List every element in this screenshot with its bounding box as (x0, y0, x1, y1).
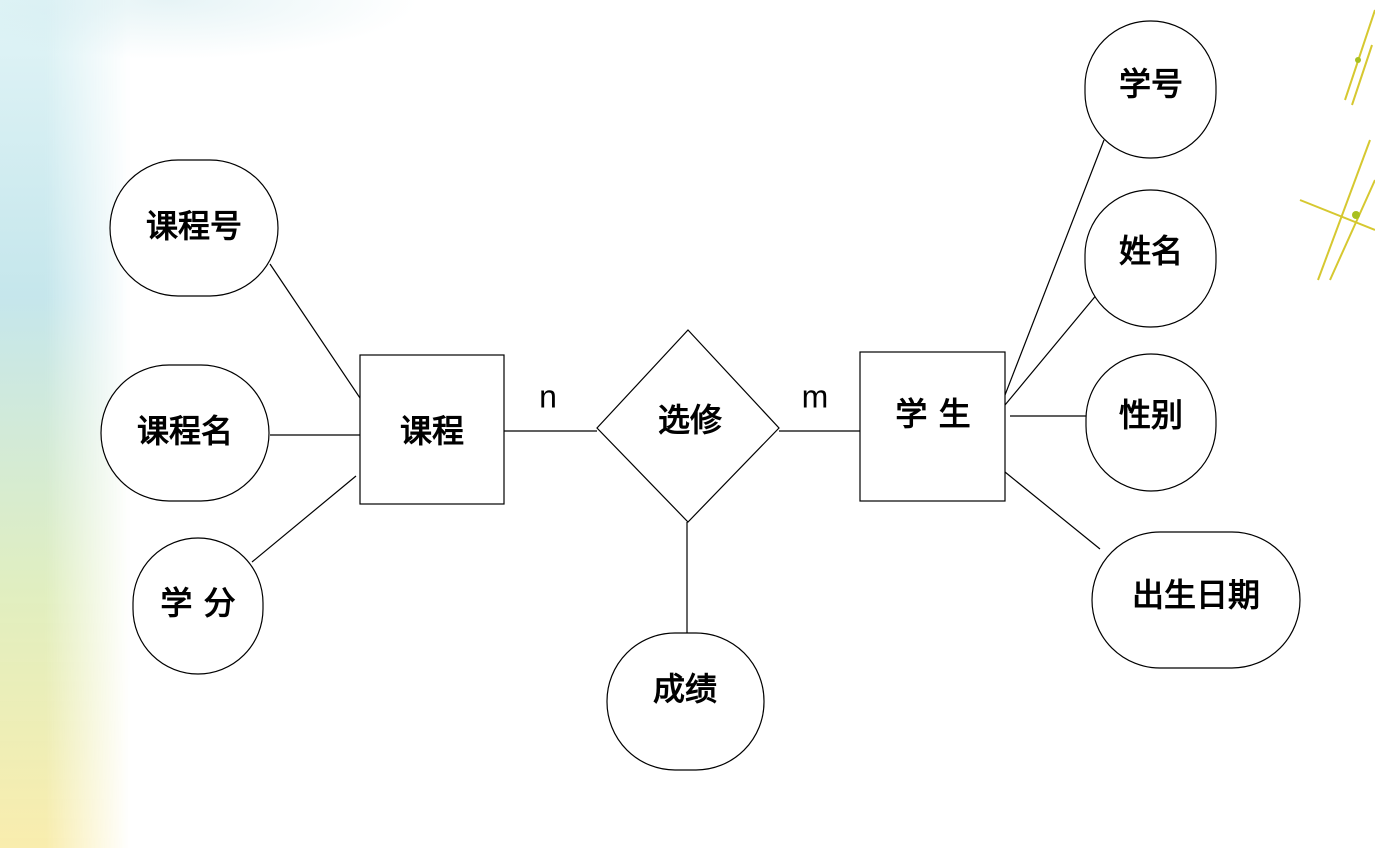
entity-course-box (359, 354, 505, 505)
attr-student-no-label: 学号 (1119, 65, 1183, 103)
line-student-no (1004, 139, 1105, 396)
connector-lines (251, 139, 1105, 633)
attr-grade-label: 成绩 (653, 670, 717, 708)
attr-name-oval (1084, 189, 1217, 328)
sparkle-decoration (1299, 9, 1375, 281)
entity-student-label: 学 生 (895, 395, 970, 433)
cardinality-course: n (539, 378, 557, 414)
attr-course-name-oval (100, 364, 270, 502)
line-name (1004, 292, 1099, 406)
attr-credit-label: 学 分 (160, 584, 235, 622)
attr-birthdate-label: 出生日期 (1132, 576, 1260, 614)
relationship-diamond (596, 329, 780, 523)
attr-credit-oval (132, 537, 264, 675)
attr-name-label: 姓名 (1119, 232, 1183, 270)
attr-course-no-oval (109, 159, 279, 297)
entity-course-label: 课程 (400, 412, 464, 450)
cardinality-student: m (802, 378, 829, 414)
line-credit (251, 475, 357, 563)
line-course-no (269, 263, 361, 399)
attr-student-no-oval (1084, 20, 1217, 159)
attr-birthdate-oval (1091, 531, 1301, 669)
attr-gender-oval (1085, 353, 1217, 492)
entity-student-box (859, 351, 1006, 502)
relationship-label: 选修 (658, 401, 723, 439)
line-birthdate (1004, 471, 1101, 550)
attr-course-name-label: 课程名 (137, 412, 233, 450)
attr-grade-oval (606, 632, 765, 771)
top-decoration (0, 0, 420, 60)
attr-course-no-label: 课程号 (146, 207, 242, 245)
attr-gender-label: 性别 (1119, 396, 1183, 434)
